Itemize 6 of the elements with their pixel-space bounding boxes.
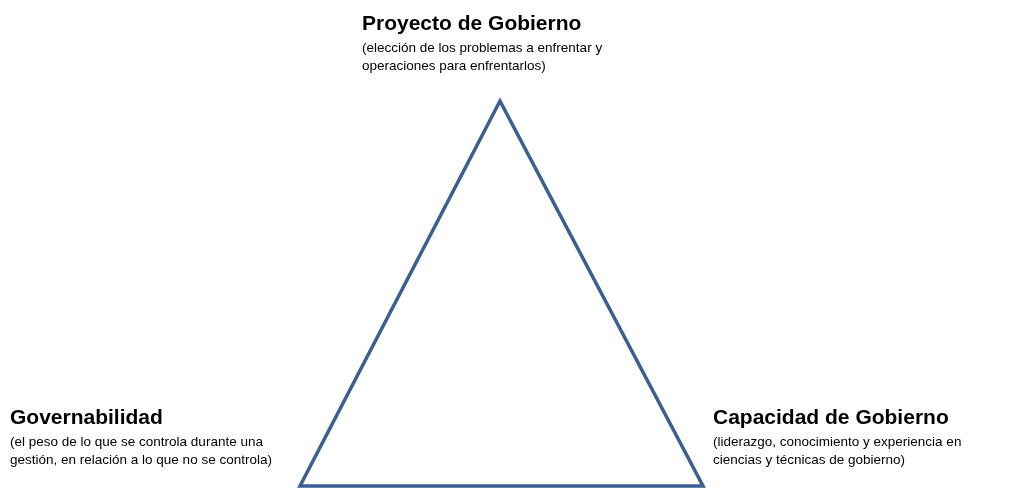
vertex-title: Governabilidad bbox=[10, 404, 164, 430]
vertex-description: (elección de los problemas a enfrentar y operaciones para enfrentarlos) bbox=[362, 39, 604, 75]
vertex-description: (liderazgo, conocimiento y experiencia en ciencias y técnicas de gobierno) bbox=[713, 433, 963, 469]
vertex-description: (el peso de lo que se controla durante una gestión, en relación a lo que no se controla) bbox=[10, 433, 273, 469]
vertex-title: Capacidad de Gobierno bbox=[713, 404, 950, 430]
vertex-title: Proyecto de Gobierno bbox=[362, 10, 583, 36]
